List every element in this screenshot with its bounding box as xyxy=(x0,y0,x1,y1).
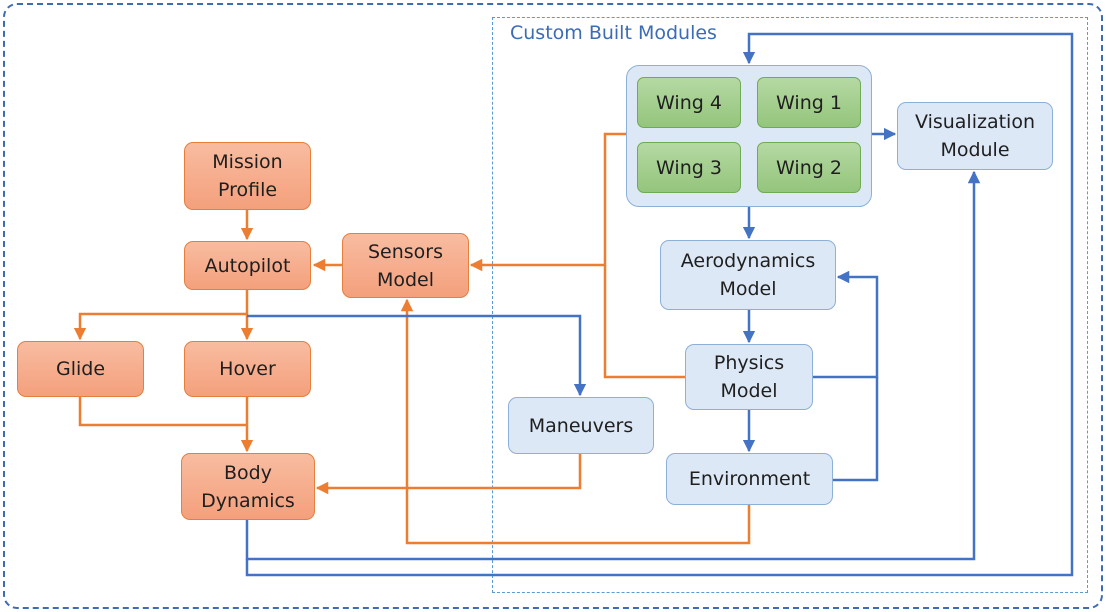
edge-environment-to-sensors xyxy=(400,298,751,545)
node-environment: Environment xyxy=(666,453,833,505)
custom-modules-frame xyxy=(492,17,1088,593)
node-maneuvers: Maneuvers xyxy=(508,397,654,454)
edge-physics-to-sensors-link xyxy=(603,265,685,379)
edge-wings-to-sensors xyxy=(469,132,626,272)
node-sensors-model: Sensors Model xyxy=(342,233,469,298)
edge-physics-to-aero xyxy=(813,270,879,379)
node-physics-model: Physics Model xyxy=(685,344,813,410)
node-mission-profile: Mission Profile xyxy=(184,142,311,210)
node-wing-3: Wing 3 xyxy=(637,142,741,193)
custom-modules-title: Custom Built Modules xyxy=(508,22,719,44)
node-visualization-module: Visualization Module xyxy=(897,102,1053,170)
edge-body-to-wings xyxy=(245,32,1074,577)
edge-maneuvers-to-body xyxy=(315,454,582,495)
edge-glide-to-body xyxy=(78,397,247,427)
node-hover: Hover xyxy=(184,341,311,397)
node-wing-2: Wing 2 xyxy=(757,142,861,193)
edge-environment-to-aero xyxy=(833,377,879,482)
node-glide: Glide xyxy=(17,341,144,397)
node-wing-4: Wing 4 xyxy=(637,77,741,128)
edge-autopilot-to-glide xyxy=(73,312,247,341)
outer-dashed-frame xyxy=(3,3,1103,609)
node-body-dynamics: Body Dynamics xyxy=(181,453,315,520)
node-autopilot: Autopilot xyxy=(184,241,311,290)
node-aerodynamics-model: Aerodynamics Model xyxy=(660,240,836,310)
edge-autopilot-to-maneuvers xyxy=(247,314,587,397)
node-wing-1: Wing 1 xyxy=(757,77,861,128)
edge-body-to-visualization xyxy=(245,170,981,561)
